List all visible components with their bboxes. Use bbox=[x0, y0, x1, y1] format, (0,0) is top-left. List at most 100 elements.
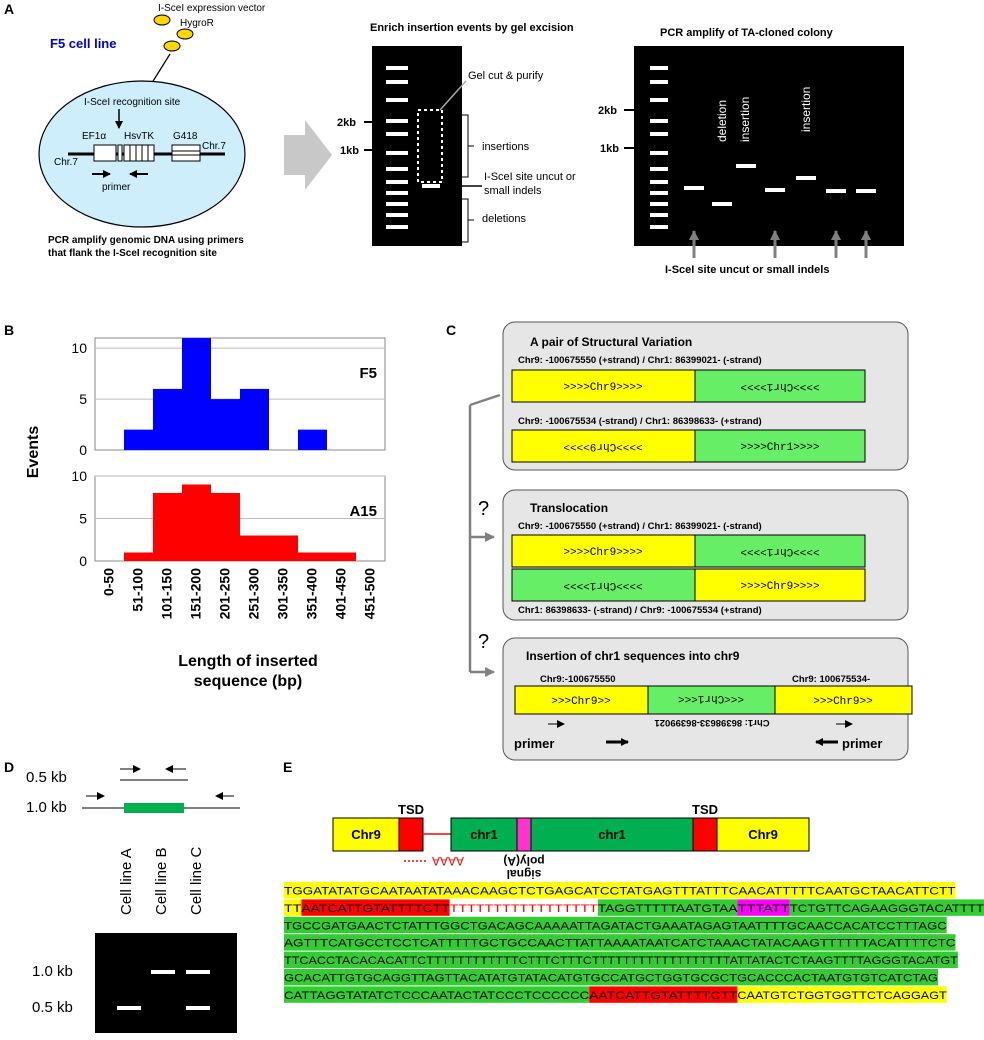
lane-deletion-label: deletion bbox=[715, 100, 729, 142]
y-tick-a15: 10 bbox=[71, 468, 87, 484]
lane-insertion-label-2: insertion bbox=[799, 87, 813, 132]
primer-right: primer bbox=[842, 736, 882, 751]
seq-highlight bbox=[789, 899, 984, 916]
seq-segment: TGGATATATGCAATAATATAAACAAGCTCTGAGCATCCTA… bbox=[284, 886, 956, 898]
gel-2-bands bbox=[684, 164, 876, 206]
seq-segment: GCACATTGTGCAGGTTAGTTACATATGTATACATGTGCCA… bbox=[284, 973, 938, 985]
seq-segment: TTTTTTTTTTTTTTTTT bbox=[450, 903, 599, 915]
seq-highlight bbox=[284, 951, 958, 968]
primer-label: primer bbox=[102, 182, 131, 193]
seq-segment: AATCATTGTATTTTCTT bbox=[301, 903, 450, 915]
sv-row1-chr1: >>>>Chr1>>>> bbox=[740, 380, 819, 392]
e-tsd-left: TSD bbox=[398, 802, 424, 817]
seq-segment: TGCCGATGAACTCTATTTGGCTGACAGCAAAAATTAGATA… bbox=[284, 920, 947, 932]
sv-row1-chr9: >>>>Chr9>>>> bbox=[563, 382, 642, 394]
seq-segment: TTCACCTACACACATTCTTTTTTTTTTTTCTTTCTTTCTT… bbox=[284, 955, 958, 967]
seq-highlight bbox=[449, 899, 598, 916]
bar-a15-301-350 bbox=[269, 535, 298, 561]
seq-segment: TTTATT bbox=[737, 903, 790, 915]
chr7-left-label: Chr.7 bbox=[54, 157, 78, 168]
gel1-2kb: 2kb bbox=[337, 117, 356, 129]
bar-f5-201-250 bbox=[211, 399, 240, 450]
x-tick-label: 251-300 bbox=[246, 568, 262, 620]
recognition-site-label: I-SceI recognition site bbox=[84, 97, 181, 108]
gel-cut-box bbox=[417, 109, 443, 183]
gel-10-label: 1.0 kb bbox=[32, 963, 73, 980]
question-2: ? bbox=[478, 631, 489, 653]
uncut-bottom-label: I-SceI site uncut or small indels bbox=[665, 264, 829, 276]
insertions-bracket bbox=[460, 114, 474, 178]
sequence-block: TGGATATATGCAATAATATAAACAAGCTCTGAGCATCCTA… bbox=[284, 882, 984, 1003]
bar-f5-351-400 bbox=[298, 429, 327, 450]
trans-row1-chr9: >>>>Chr9>>>> bbox=[563, 547, 642, 559]
gel2-1kb: 1kb bbox=[600, 143, 619, 155]
question-1: ? bbox=[478, 498, 489, 520]
bar-a15-251-300 bbox=[240, 535, 269, 561]
lane-b-label: Cell line B bbox=[153, 847, 170, 915]
trans-title: Translocation bbox=[530, 501, 608, 515]
ins-left-label: Chr9:-100675550 bbox=[540, 674, 616, 685]
x-tick-label: 0-50 bbox=[101, 568, 117, 596]
gel-cut-label: Gel cut & purify bbox=[468, 70, 544, 82]
bar-a15-151-200 bbox=[182, 484, 211, 561]
panel-a-letter: A bbox=[4, 1, 14, 17]
seq-highlight bbox=[589, 986, 738, 1003]
seq-highlight bbox=[284, 934, 956, 951]
seq-segment: TT bbox=[284, 903, 302, 915]
trans-row1-chr1: >>>>Chr1>>>> bbox=[740, 545, 819, 557]
bar-f5-101-150 bbox=[153, 388, 182, 450]
trans-row1-label: Chr9: -100675550 (+strand) / Chr1: 86399… bbox=[518, 521, 762, 532]
panel-e: E Chr9 TSD chr1 chr1 TSD Chr9 AAAA poly(… bbox=[283, 759, 984, 1003]
pcr-caption-1: PCR amplify genomic DNA using primers bbox=[48, 235, 244, 246]
chr7-right-label: Chr.7 bbox=[202, 141, 226, 152]
panel-b-letter: B bbox=[4, 322, 14, 338]
ins-title: Insertion of chr1 sequences into chr9 bbox=[526, 649, 740, 663]
series-label-f5: F5 bbox=[359, 365, 377, 382]
sv-row2-label: Chr9: -100675534 (-strand) / Chr1: 86398… bbox=[518, 416, 762, 427]
ins-chr9-b: >>>Chr9>> bbox=[813, 696, 872, 708]
sv-row2-chr9: >>>>Chr9>>>> bbox=[563, 440, 642, 452]
bar-f5-151-200 bbox=[182, 338, 211, 450]
pcr-caption-2: that flank the I-SceI recognition site bbox=[48, 248, 217, 259]
xlabel-line-2: sequence (bp) bbox=[194, 673, 302, 690]
seq-highlight bbox=[284, 969, 938, 986]
panel-d: D 0.5 kb 1.0 kb Cell line A Cell line B … bbox=[4, 759, 240, 1033]
panel-e-letter: E bbox=[283, 759, 292, 775]
gel2-2kb: 2kb bbox=[598, 105, 617, 117]
e-chr9-left: Chr9 bbox=[351, 827, 381, 842]
uncut-label-1: I-SceI site uncut or bbox=[484, 171, 576, 183]
panel-c-letter: C bbox=[446, 322, 456, 338]
x-tick-label: 451-500 bbox=[362, 568, 378, 620]
x-tick-label: 351-400 bbox=[304, 568, 320, 620]
sv-title: A pair of Structural Variation bbox=[530, 335, 692, 349]
sv-row2-chr1: >>>>Chr1>>>> bbox=[740, 442, 819, 454]
bar-f5-251-300 bbox=[240, 388, 269, 450]
e-chr9-right: Chr9 bbox=[748, 827, 778, 842]
trans-row2-label: Chr1: 86398633- (-strand) / Chr9: -10067… bbox=[518, 605, 762, 616]
seq-highlight bbox=[284, 916, 947, 934]
bar-f5-51-100 bbox=[124, 429, 153, 450]
seq-highlight bbox=[737, 899, 790, 916]
x-tick-label: 151-200 bbox=[188, 568, 204, 620]
ins-chr1: <<<Chr1<<< bbox=[678, 692, 744, 704]
lane-insertion-label-1: insertion bbox=[738, 97, 752, 142]
x-tick-label: 401-450 bbox=[333, 568, 349, 620]
bar-a15-101-150 bbox=[153, 493, 182, 561]
g418-label: G418 bbox=[173, 131, 198, 142]
vector-label: I-SceI expression vector bbox=[158, 3, 266, 14]
gel-d bbox=[95, 933, 237, 1033]
bar-a15-51-100 bbox=[124, 552, 153, 561]
vector-icons bbox=[153, 14, 194, 52]
seq-highlight bbox=[737, 986, 947, 1003]
sv-row1-label: Chr9: -100675550 (+strand) / Chr1: 86399… bbox=[518, 355, 762, 366]
gel1-1kb: 1kb bbox=[340, 145, 359, 157]
trans-row2-chr1: >>>>Chr1>>>> bbox=[563, 579, 642, 591]
xlabel-line-1: Length of inserted bbox=[178, 653, 318, 670]
primer-left: primer bbox=[514, 736, 554, 751]
cell-line-title: F5 cell line bbox=[50, 36, 116, 51]
